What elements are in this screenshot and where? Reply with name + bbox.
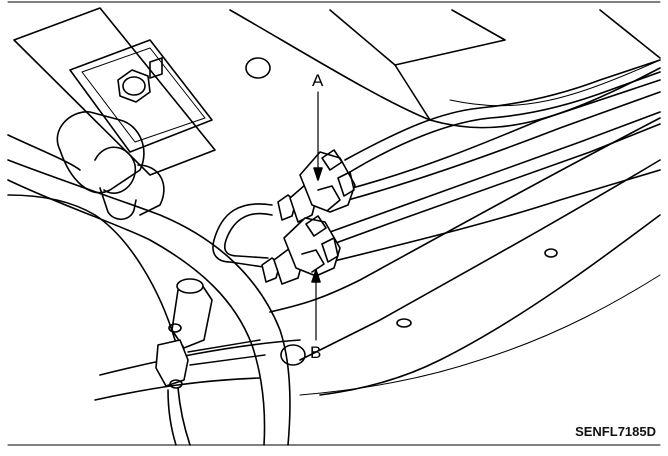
inline-fitting — [155, 278, 266, 446]
callout-b-label: B — [310, 343, 321, 362]
quick-connector-b — [261, 215, 341, 285]
access-hole-upper — [245, 57, 271, 79]
access-hole-right — [544, 248, 558, 258]
callout-b-arrowhead — [311, 269, 321, 283]
fuel-lines — [329, 59, 661, 263]
quick-connector-a — [277, 149, 356, 223]
callout-a-arrowhead — [313, 167, 323, 181]
bolt — [117, 57, 163, 103]
figure-code: SENFL7185D — [575, 424, 656, 439]
hose-clamp — [56, 111, 165, 221]
callout-a-label: A — [312, 71, 324, 90]
underbody-panel — [7, 9, 661, 401]
hose-grommet — [280, 344, 306, 366]
fuel-line-loop — [212, 203, 273, 269]
main-hose — [7, 134, 291, 446]
mounting-bracket — [13, 7, 216, 176]
access-hole-lower — [396, 318, 412, 328]
